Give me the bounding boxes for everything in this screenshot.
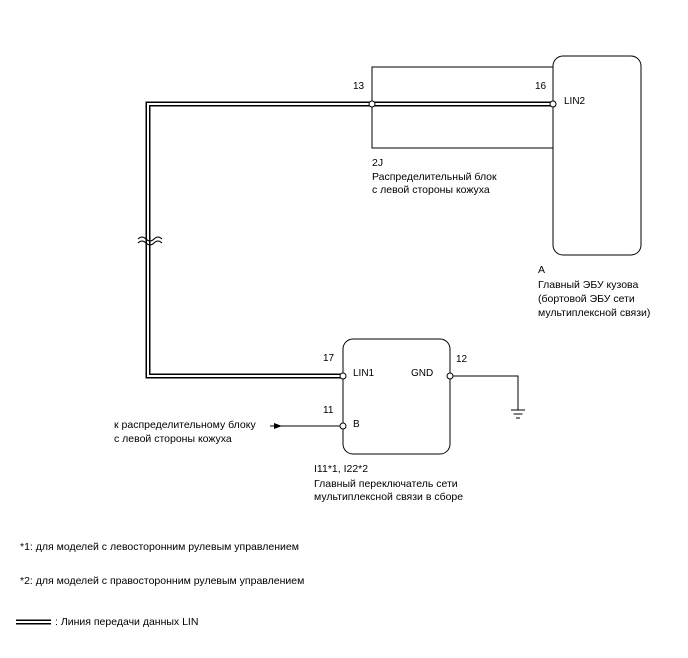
pin-12-number: 12 (456, 354, 468, 365)
terminal-12 (446, 372, 454, 380)
junction-name-line1: Распределительный блок (372, 171, 497, 183)
switch-connector-code: I11*1, I22*2 (314, 463, 369, 475)
external-ref-line1: к распределительному блоку (114, 419, 256, 431)
pin-16-number: 16 (535, 81, 547, 92)
ecu-connector-code: A (538, 264, 546, 276)
pin-11-number: 11 (323, 405, 334, 416)
ecu-name-line3: мультиплексной связи) (538, 307, 651, 319)
junction-block-box (371, 66, 554, 149)
terminal-11 (339, 422, 347, 430)
terminal-16 (549, 100, 557, 108)
external-wire (270, 423, 340, 429)
junction-connector-code: 2J (372, 157, 384, 169)
arrow-icon (274, 423, 282, 429)
pin-13-number: 13 (353, 81, 365, 92)
switch-box (342, 338, 451, 455)
junction-name-line2: с левой стороны кожуха (372, 184, 490, 196)
ecu-name-line1: Главный ЭБУ кузова (538, 279, 639, 291)
terminal-17 (339, 372, 347, 380)
pin-gnd-label: GND (411, 368, 434, 379)
terminal-13 (368, 100, 376, 108)
switch-name-line1: Главный переключатель сети (314, 478, 458, 490)
footnote-2: *2: для моделей с правосторонним рулевым… (20, 575, 305, 587)
body-ecu-box (552, 55, 642, 256)
legend-lin-text: : Линия передачи данных LIN (55, 616, 199, 628)
switch-name-line2: мультиплексной связи в сборе (314, 491, 464, 503)
line-break-mark (137, 236, 163, 246)
footnote-1: *1: для моделей с левосторонним рулевым … (20, 541, 299, 553)
pin-b-label: B (353, 419, 360, 430)
external-ref-line2: с левой стороны кожуха (114, 433, 232, 445)
ecu-name-line2: (бортовой ЭБУ сети (538, 293, 635, 305)
pin-lin2-label: LIN2 (564, 96, 586, 107)
ground-icon (511, 409, 525, 419)
ground-wire (453, 375, 519, 410)
pin-17-number: 17 (323, 353, 335, 364)
pin-lin1-label: LIN1 (353, 368, 375, 379)
